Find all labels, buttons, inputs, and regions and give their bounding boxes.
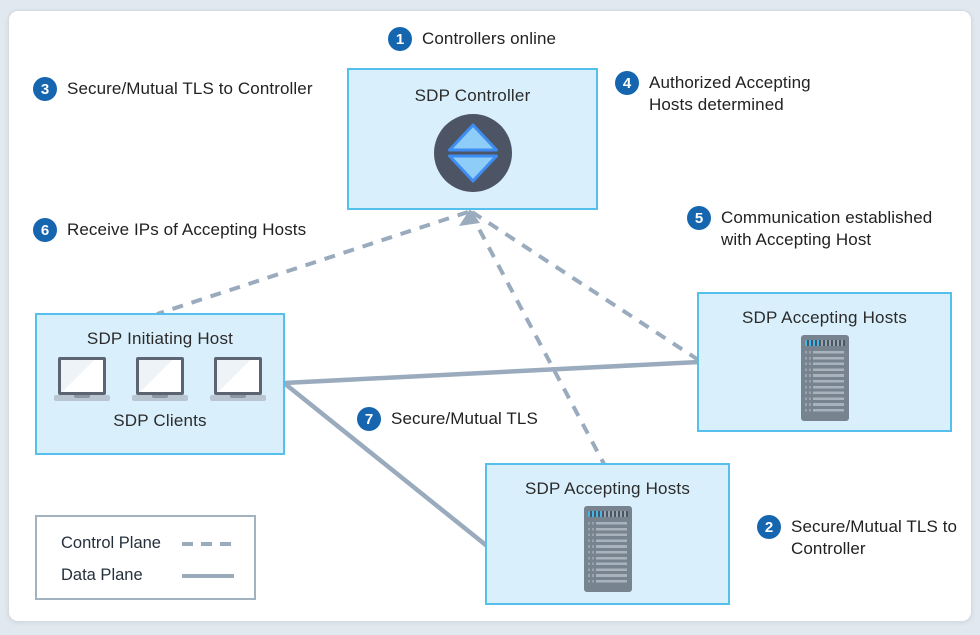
data-plane-label: Data Plane: [61, 566, 143, 584]
step-2-text: Secure/Mutual TLS to Controller: [791, 517, 958, 558]
step-5-text: Communication established with Accepting…: [721, 208, 933, 249]
initiating-host-label: SDP Initiating Host: [86, 329, 234, 348]
control-plane-label: Control Plane: [61, 534, 161, 552]
legend: Control Plane Data Plane: [35, 515, 256, 600]
step-6-text: Receive IPs of Accepting Hosts: [67, 220, 307, 239]
step-2-badge: 2: [757, 515, 781, 539]
step-7-badge: 7: [357, 407, 381, 431]
step-6-annotation: 6 Receive IPs of Accepting Hosts: [33, 218, 307, 242]
sdp-clients-label: SDP Clients: [113, 411, 207, 430]
step-4-annotation: 4 Authorized Accepting Hosts determined: [615, 71, 849, 116]
step-2-annotation: 2 Secure/Mutual TLS to Controller: [757, 515, 961, 560]
accepting-hosts-right-node: SDP Accepting Hosts: [697, 292, 952, 432]
controller-icon: [433, 114, 512, 192]
legend-row-data-plane: Data Plane: [61, 566, 234, 585]
laptop-icon: [210, 357, 266, 403]
data-plane-solid-line-swatch: [182, 573, 234, 578]
step-3-text: Secure/Mutual TLS to Controller: [67, 79, 313, 98]
step-5-annotation: 5 Communication established with Accepti…: [687, 206, 961, 251]
arrowhead-to-controller-icon: [459, 209, 480, 226]
step-3-annotation: 3 Secure/Mutual TLS to Controller: [33, 77, 313, 101]
control-plane-lines: [156, 210, 702, 465]
laptop-icon: [54, 357, 110, 403]
server-icon: [800, 335, 849, 421]
initiating-host-node: SDP Initiating Host SDP Clients: [35, 313, 285, 455]
step-1-text: Controllers online: [422, 29, 557, 48]
control-plane-line-controller-initiating: [156, 210, 469, 316]
control-plane-line-controller-accepting-bottom: [468, 211, 606, 465]
laptop-icon: [132, 357, 188, 403]
step-7-text: Secure/Mutual TLS: [391, 409, 538, 428]
laptop-icons-row: [54, 357, 266, 403]
controller-node: SDP Controller: [347, 68, 598, 210]
controller-label: SDP Controller: [414, 86, 531, 105]
control-plane-line-controller-accepting-right: [470, 210, 702, 363]
server-icon: [583, 506, 632, 592]
step-4-text: Authorized Accepting Hosts determined: [649, 73, 811, 114]
step-6-badge: 6: [33, 218, 57, 242]
accepting-hosts-right-label: SDP Accepting Hosts: [741, 308, 908, 327]
data-plane-line-initiating-accepting-right: [283, 359, 700, 386]
step-5-badge: 5: [687, 206, 711, 230]
step-1-badge: 1: [388, 27, 412, 51]
data-plane-lines: [282, 359, 700, 548]
legend-row-control-plane: Control Plane: [61, 534, 234, 553]
step-1-annotation: 1 Controllers online: [388, 27, 557, 51]
accepting-hosts-bottom-label: SDP Accepting Hosts: [524, 479, 691, 498]
data-plane-line-initiating-accepting-bottom: [282, 381, 489, 548]
accepting-hosts-bottom-node: SDP Accepting Hosts: [485, 463, 730, 605]
step-3-badge: 3: [33, 77, 57, 101]
step-4-badge: 4: [615, 71, 639, 95]
step-7-annotation: 7 Secure/Mutual TLS: [357, 407, 538, 431]
control-plane-dashed-line-swatch: [182, 541, 234, 546]
